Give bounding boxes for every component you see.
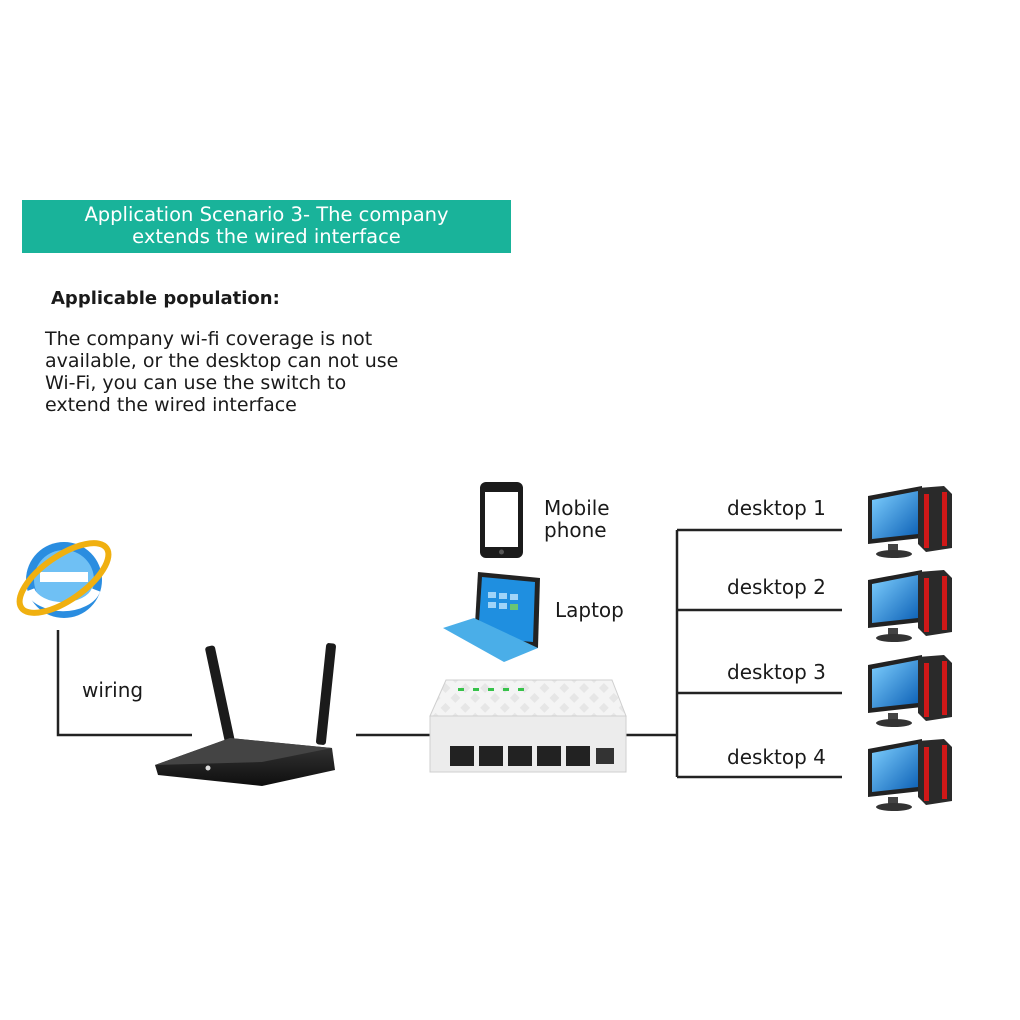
title-banner: Application Scenario 3- The company exte… — [22, 200, 511, 253]
laptop-icon — [443, 572, 540, 662]
applicable-description: The company wi-fi coverage is not availa… — [45, 328, 399, 416]
desktop-3-label: desktop 3 — [727, 660, 826, 684]
switch-leds — [458, 688, 524, 691]
desktop-computer-4 — [868, 739, 952, 811]
laptop-label: Laptop — [555, 598, 624, 622]
banner-line-1: Application Scenario 3- The company — [84, 203, 449, 226]
router-icon — [155, 643, 337, 786]
switch-icon — [429, 679, 627, 773]
ethernet-ports — [450, 746, 614, 766]
desktop-2-label: desktop 2 — [727, 575, 826, 599]
internet-icon — [16, 540, 112, 618]
desktop-4-label: desktop 4 — [727, 745, 826, 769]
mobile-phone-icon — [480, 482, 523, 558]
mobile-label-line-2: phone — [544, 518, 607, 542]
mobile-label-line-1: Mobile — [544, 496, 610, 520]
desktop-computer-3 — [868, 655, 952, 727]
desktop-computer-2 — [868, 570, 952, 642]
connection-lines — [56, 528, 842, 779]
wiring-label: wiring — [82, 678, 144, 702]
applicable-heading: Applicable population: — [51, 288, 280, 309]
desktop-computer-1 — [868, 486, 952, 558]
wiring-line — [56, 630, 192, 737]
desktop-1-label: desktop 1 — [727, 496, 826, 520]
banner-line-2: extends the wired interface — [132, 225, 401, 248]
